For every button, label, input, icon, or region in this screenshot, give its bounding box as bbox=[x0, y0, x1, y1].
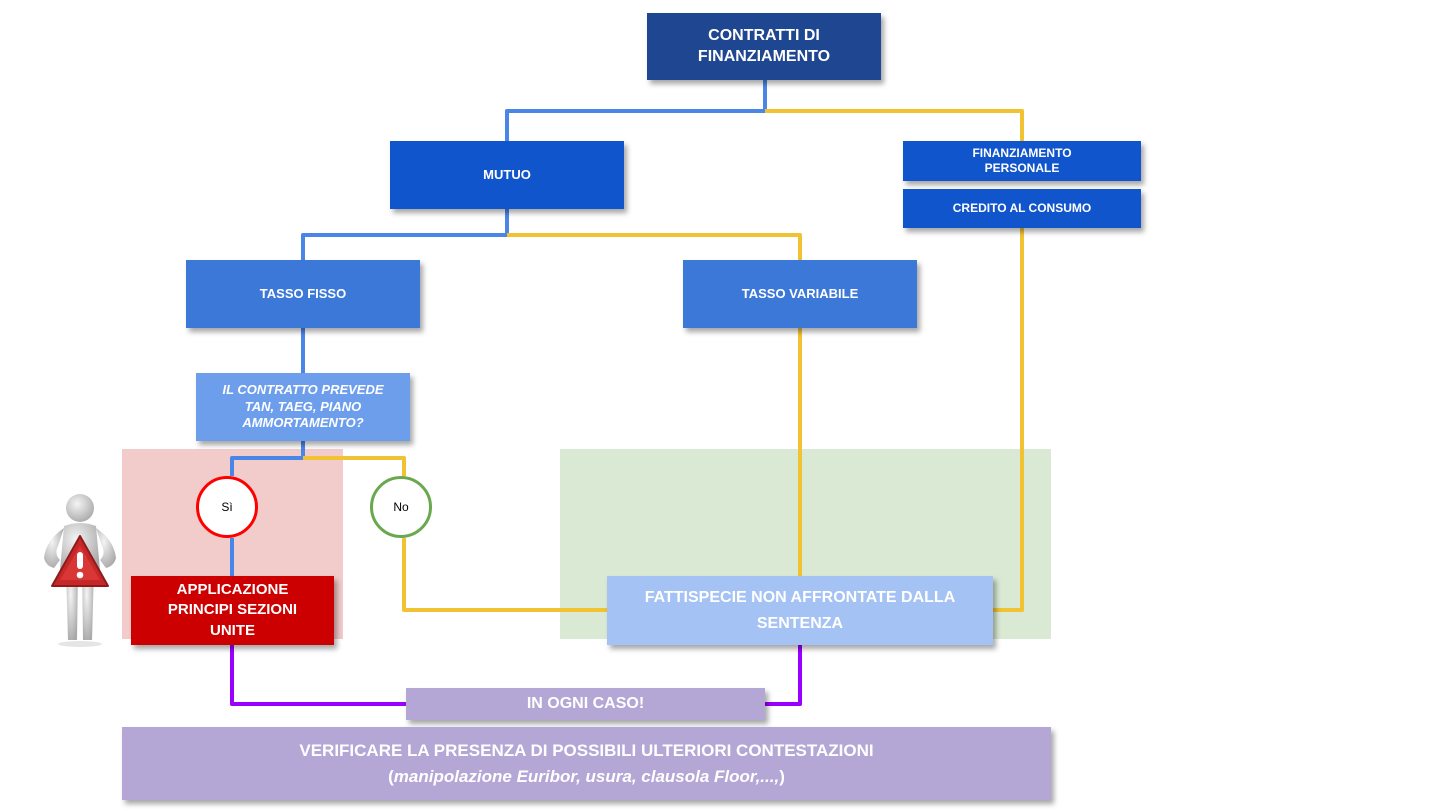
node-label: SENTENZA bbox=[756, 614, 844, 632]
examples-text: manipolazione Euribor, usura, clausola F… bbox=[393, 766, 780, 786]
node-label: AMMORTAMENTO? bbox=[242, 415, 364, 431]
node-label: UNITE bbox=[210, 621, 255, 639]
node-label: IL CONTRATTO PREVEDE bbox=[222, 381, 384, 397]
connector-credito-fattispecie bbox=[993, 228, 1024, 612]
connector-applicazione-ogni bbox=[230, 645, 406, 706]
node-label: IN OGNI CASO! bbox=[526, 694, 645, 712]
node-label: TAN, TAEG, PIANO bbox=[244, 398, 362, 414]
node-credito-al-consumo: CREDITO AL CONSUMO bbox=[903, 189, 1141, 228]
node-label: FINANZIAMENTO bbox=[697, 47, 831, 65]
node-label: APPLICAZIONE bbox=[176, 581, 289, 599]
connector-mutuo-variabile bbox=[507, 233, 802, 260]
person-holding-warning-sign-icon bbox=[44, 494, 116, 647]
node-label: PRINCIPI SEZIONI bbox=[167, 601, 298, 619]
connector-question-no bbox=[303, 456, 406, 476]
node-applicazione-principi: APPLICAZIONE PRINCIPI SEZIONI UNITE bbox=[131, 576, 334, 645]
node-label: PERSONALE bbox=[984, 161, 1060, 175]
node-answer-yes: Sì bbox=[196, 476, 258, 538]
node-label: No bbox=[393, 500, 409, 514]
paren-close: ) bbox=[779, 766, 785, 786]
node-sublabel: (manipolazione Euribor, usura, clausola … bbox=[388, 764, 785, 790]
node-question-tan-taeg: IL CONTRATTO PREVEDE TAN, TAEG, PIANO AM… bbox=[196, 373, 410, 441]
node-mutuo: MUTUO bbox=[390, 141, 624, 209]
node-label: TASSO VARIABILE bbox=[741, 285, 859, 301]
connector-no-fattispecie bbox=[402, 538, 607, 612]
node-in-ogni-caso: IN OGNI CASO! bbox=[406, 688, 765, 720]
node-label: FINANZIAMENTO bbox=[972, 146, 1072, 160]
node-label: FATTISPECIE NON AFFRONTATE DALLA bbox=[644, 588, 956, 606]
node-finanziamento-personale: FINANZIAMENTO PERSONALE bbox=[903, 141, 1141, 181]
node-label: MUTUO bbox=[483, 166, 531, 182]
connector-mutuo-fisso bbox=[301, 209, 509, 260]
connector-root-mutuo bbox=[505, 80, 767, 141]
node-contratti-di-finanziamento: CONTRATTI DI FINANZIAMENTO bbox=[647, 13, 881, 80]
node-verificare-contestazioni: VERIFICARE LA PRESENZA DI POSSIBILI ULTE… bbox=[122, 727, 1051, 800]
paren-open: ( bbox=[388, 766, 394, 786]
connector-question-si bbox=[230, 441, 305, 476]
node-tasso-variabile: TASSO VARIABILE bbox=[683, 260, 917, 328]
node-label: CREDITO AL CONSUMO bbox=[952, 200, 1092, 215]
node-label: CONTRATTI DI bbox=[708, 26, 820, 44]
connector-fattispecie-ogni bbox=[765, 645, 802, 706]
node-fattispecie-non-affrontate: FATTISPECIE NON AFFRONTATE DALLA SENTENZ… bbox=[607, 576, 993, 645]
node-label: VERIFICARE LA PRESENZA DI POSSIBILI ULTE… bbox=[299, 741, 874, 760]
node-tasso-fisso: TASSO FISSO bbox=[186, 260, 420, 328]
node-answer-no: No bbox=[370, 476, 432, 538]
connector-root-finanziamento bbox=[765, 109, 1024, 141]
node-label: Sì bbox=[221, 500, 233, 514]
node-label: TASSO FISSO bbox=[259, 285, 347, 301]
